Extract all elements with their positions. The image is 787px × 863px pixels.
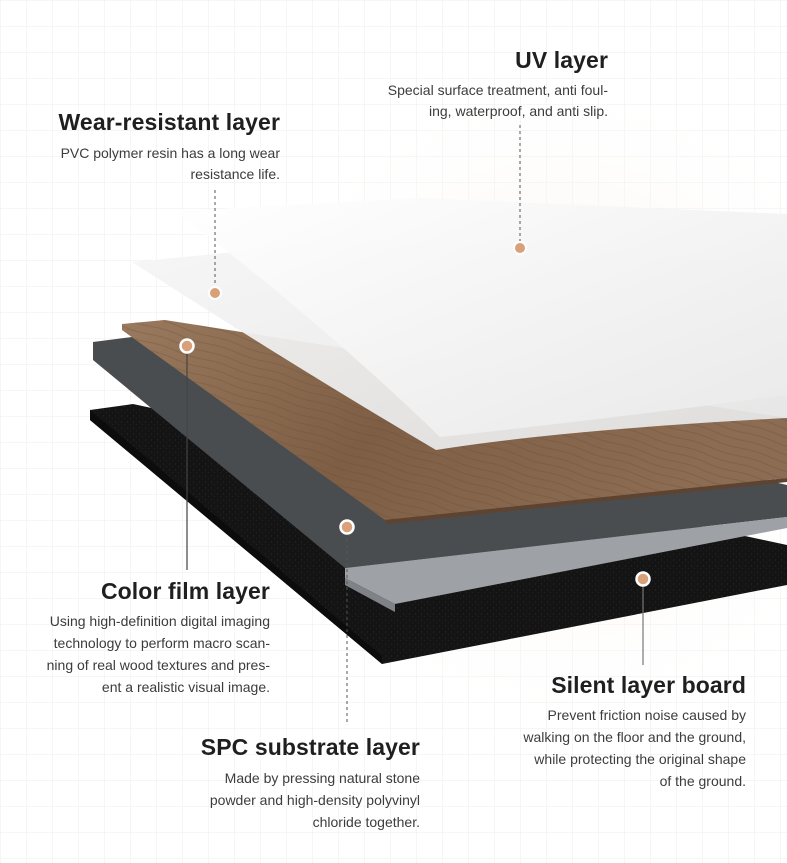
wear-desc-line-2: resistance life. <box>190 166 280 182</box>
color-desc-line-1: Using high-definition digital imaging <box>49 613 270 629</box>
spc-substrate-edge <box>345 517 787 604</box>
spc-desc-line-3: chloride together. <box>312 814 420 830</box>
uv-layer-description: Special surface treatment, anti foul- in… <box>330 80 608 122</box>
wear-resistant-layer-label: Wear-resistant layer PVC polymer resin h… <box>0 108 280 185</box>
uv-desc-line-2: ing, waterproof, and anti slip. <box>429 103 608 119</box>
silent-layer-board-edge <box>90 410 382 664</box>
color-film-wood-edge <box>385 478 787 524</box>
silent-desc-line-3: while protecting the original shape <box>534 751 746 767</box>
spc-substrate-edge-lower <box>345 578 395 612</box>
wear-desc-line-1: PVC polymer resin has a long wear <box>60 145 280 161</box>
spc-desc-line-1: Made by pressing natural stone <box>224 770 420 786</box>
spc-substrate-layer-label: SPC substrate layer Made by pressing nat… <box>150 733 420 833</box>
spc-substrate-layer-title: SPC substrate layer <box>200 734 420 760</box>
uv-desc-line-1: Special surface treatment, anti foul- <box>387 82 608 98</box>
color-desc-line-4: ent a realistic visual image. <box>101 679 270 695</box>
color-film-layer-title: Color film layer <box>100 578 270 604</box>
uv-film <box>176 198 787 437</box>
wear-marker <box>208 286 222 300</box>
color-marker <box>179 338 195 354</box>
silent-layer-board-label: Silent layer board Prevent friction nois… <box>470 671 746 792</box>
spc-marker <box>339 519 355 535</box>
uv-layer-title: UV layer <box>515 47 608 73</box>
silent-desc-line-1: Prevent friction noise caused by <box>547 707 746 723</box>
silent-marker <box>635 571 651 587</box>
color-film-layer-description: Using high-definition digital imaging te… <box>0 610 270 698</box>
silent-desc-line-2: walking on the floor and the ground, <box>523 729 746 745</box>
spc-substrate-layer-description: Made by pressing natural stone powder an… <box>150 767 420 833</box>
wear-resistant-layer-description: PVC polymer resin has a long wear resist… <box>0 143 280 185</box>
silent-layer-board-title: Silent layer board <box>551 672 746 698</box>
silent-desc-line-4: of the ground. <box>659 773 746 789</box>
color-desc-line-2: technology to perform macro scan- <box>53 635 270 651</box>
color-desc-line-3: ning of real wood textures and pres- <box>46 657 270 673</box>
color-film-layer-label: Color film layer Using high-definition d… <box>0 577 270 698</box>
wear-resistant-layer-title: Wear-resistant layer <box>58 109 280 135</box>
uv-layer-label: UV layer Special surface treatment, anti… <box>330 46 608 122</box>
uv-marker <box>513 241 527 255</box>
spc-desc-line-2: powder and high-density polyvinyl <box>209 792 420 808</box>
silent-layer-board-description: Prevent friction noise caused by walking… <box>470 704 746 792</box>
